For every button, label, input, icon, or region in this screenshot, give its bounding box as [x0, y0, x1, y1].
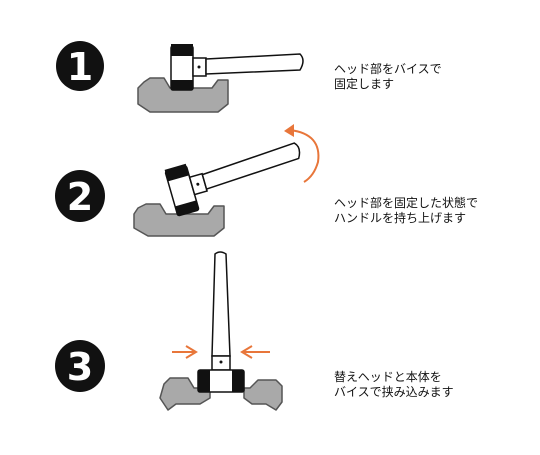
- step-3-number: 3: [67, 345, 93, 389]
- step-2-hammer: [164, 142, 301, 217]
- step-2-number: 2: [67, 175, 93, 219]
- step-2-description-text: ヘッド部を固定した状態で ハンドルを持ち上げます: [334, 196, 478, 226]
- step-1-vise: [137, 77, 229, 113]
- step-3-description-text: 替えヘッドと本体を バイスで挟み込みます: [334, 370, 454, 400]
- step-1-hammer: [170, 44, 304, 91]
- step-1-number-badge: 1: [56, 41, 104, 91]
- step-2-vise: [133, 203, 225, 237]
- step-3-vise-left: [159, 377, 211, 411]
- step-3-arrow-left: [172, 345, 198, 359]
- step-3-line-1: 替えヘッドと本体を: [334, 370, 442, 384]
- step-3-number-badge: 3: [55, 340, 105, 392]
- step-1-number: 1: [67, 45, 93, 89]
- step-2-line-1: ヘッド部を固定した状態で: [334, 196, 479, 210]
- rotation-arrow: [284, 124, 320, 183]
- step-3-arrow-right: [240, 345, 270, 359]
- step-3-line-2: バイスで挟み込みます: [334, 385, 454, 399]
- step-1-line-1: ヘッド部をバイスで: [334, 62, 442, 76]
- step-3-vise-right: [243, 379, 283, 411]
- step-3-hammer: [197, 251, 245, 393]
- step-1-line-2: 固定します: [334, 77, 395, 91]
- step-1-description-text: ヘッド部をバイスで 固定します: [334, 62, 442, 92]
- step-2-line-2: ハンドルを持ち上げます: [334, 211, 467, 225]
- step-2-number-badge: 2: [55, 170, 105, 222]
